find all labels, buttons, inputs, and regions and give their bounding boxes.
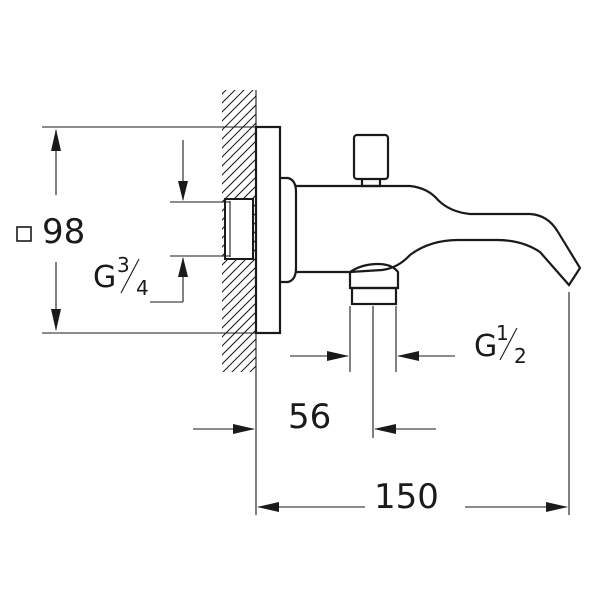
svg-text:3: 3 [117, 253, 130, 277]
hatch-line [222, 113, 256, 149]
hatch-line [240, 356, 256, 372]
inlet-connector [224, 198, 254, 260]
offset-label: 56 [288, 397, 331, 437]
dimension-overall-length [257, 292, 570, 515]
svg-text:G: G [93, 260, 116, 295]
dimension-outlet-thread [290, 306, 455, 372]
hatch-line [231, 347, 256, 372]
hatch-line [222, 320, 256, 356]
hatch-line [222, 329, 256, 365]
hatch-line [222, 293, 256, 329]
hatch-line [222, 311, 256, 347]
hatch-line [218, 369, 262, 413]
hatch-line [222, 149, 256, 185]
dimension-flange-height [42, 126, 256, 334]
hatch-line [222, 131, 256, 167]
arrow-up [51, 129, 61, 151]
hatch-line [222, 104, 256, 140]
shower-outlet [348, 262, 400, 306]
hatch-line [222, 90, 236, 104]
hatch-line [222, 284, 256, 320]
hatch-line [222, 140, 256, 176]
svg-text:1: 1 [496, 321, 509, 345]
hatch-line [249, 365, 256, 372]
inlet-thread-label: G 3 4 [93, 253, 149, 300]
dimension-inlet-thread [150, 140, 230, 303]
hatch-line [218, 45, 262, 89]
hatch-line [222, 302, 256, 338]
hatch-line [222, 122, 256, 158]
hatch-line [222, 266, 256, 302]
arrow-down [51, 309, 61, 331]
hatch-line [222, 158, 256, 194]
hatch-line [222, 338, 256, 372]
hatch-line [222, 275, 256, 311]
flange-size-label: 98 [42, 212, 85, 252]
svg-text:4: 4 [136, 276, 149, 300]
overall-length-label: 150 [374, 477, 439, 517]
hatch-line [222, 90, 227, 95]
hatch-line [222, 248, 256, 284]
hatch-line [218, 36, 262, 80]
mixer-body-spout [296, 184, 582, 287]
hatch-line [222, 90, 254, 122]
wall-flange [254, 125, 282, 335]
svg-text:2: 2 [514, 344, 527, 368]
diverter-knob [352, 133, 390, 188]
dimension-offset [193, 306, 436, 515]
hatch-line [222, 257, 256, 293]
svg-text:G: G [474, 329, 497, 364]
square-outline-icon [16, 226, 32, 242]
hatch-line [222, 90, 245, 113]
outlet-thread-label: G 1 2 [474, 321, 527, 368]
body-collar [280, 176, 298, 284]
